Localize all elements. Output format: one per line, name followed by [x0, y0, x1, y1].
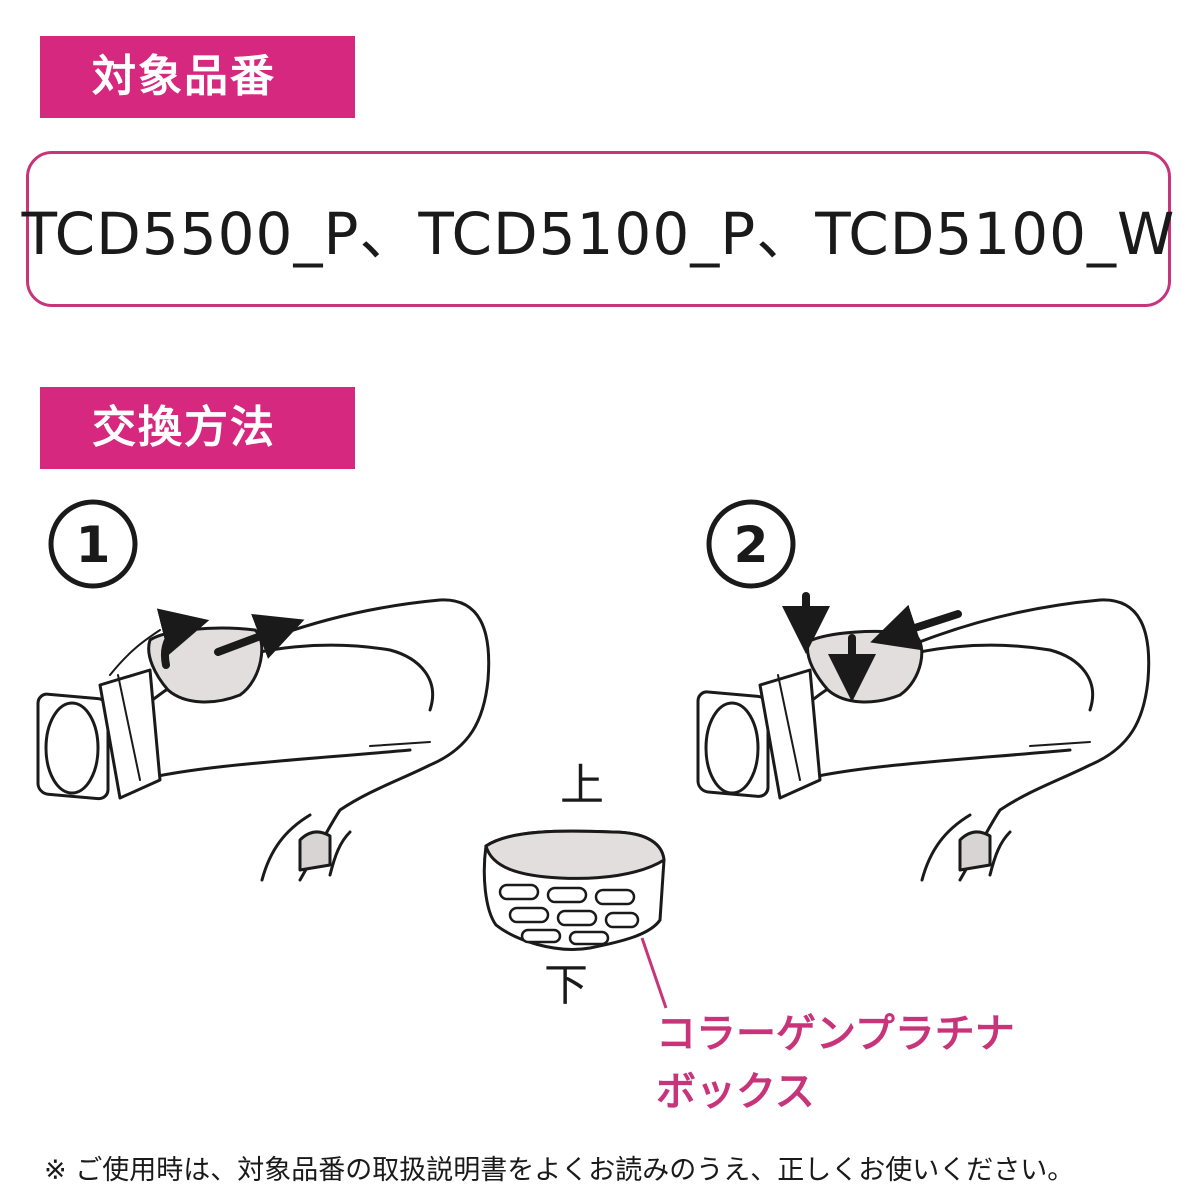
dryer-body-lower [138, 748, 412, 782]
dryer-step-1 [36, 598, 491, 882]
replacement-illustration: 1 2 [36, 499, 1151, 1115]
cartridge-name-line1: コラーゲンプラチナ [656, 1011, 1015, 1057]
nozzle-opening [44, 701, 100, 795]
step-1-arrows [156, 608, 305, 669]
cartridge-name-line2: ボックス [656, 1069, 815, 1115]
step-2-badge: 2 [706, 499, 796, 589]
nozzle-outer [36, 692, 110, 801]
dryer-step-2 [696, 598, 1151, 882]
models-box: TCD5500_P、TCD5100_P、TCD5100_W [22, 151, 1174, 307]
step-2-arrows [782, 592, 962, 702]
models-heading: 対象品番 [40, 36, 355, 118]
cartridge-top [484, 829, 666, 880]
method-heading: 交換方法 [40, 387, 355, 469]
cartridge-bottom-label: 下 [544, 960, 588, 1011]
lift-arrow [156, 608, 210, 669]
cartridge-illustration: 上 下 コラーゲンプラチナ ボックス [482, 760, 1015, 1115]
step-1-circle [48, 499, 138, 589]
dryer-handle-grip [298, 830, 332, 872]
step-2-number: 2 [734, 516, 769, 574]
step-2-circle [706, 499, 796, 589]
model-list: TCD5500_P、TCD5100_P、TCD5100_W [21, 200, 1176, 268]
cartridge-vents [498, 883, 640, 946]
cartridge-callout-line [640, 937, 668, 1009]
step-1-badge: 1 [48, 499, 138, 589]
dryer-handle [260, 813, 352, 882]
insert-arrow [870, 604, 962, 651]
step-1-number: 1 [76, 516, 111, 574]
slide-arrow [214, 613, 305, 659]
cartridge-top-label: 上 [560, 760, 604, 811]
usage-note: ※ ご使用時は、対象品番の取扱説明書をよくお読みのうえ、正しくお使いください。 [44, 1155, 1075, 1186]
